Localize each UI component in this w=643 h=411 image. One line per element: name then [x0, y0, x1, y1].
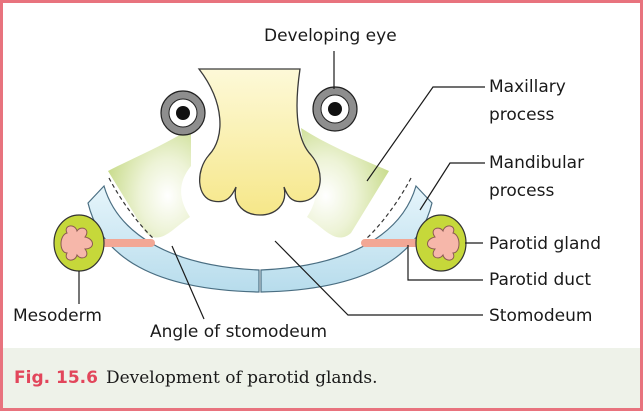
- figure-number: Fig. 15.6: [14, 368, 98, 388]
- label-angle-of-stomodeum: Angle of stomodeum: [150, 322, 327, 342]
- frontonasal-process: [199, 69, 320, 215]
- label-stomodeum: Stomodeum: [489, 306, 592, 326]
- left-parotid-gland: [54, 215, 104, 271]
- label-mandibular-process-line1: Mandibular: [489, 153, 584, 173]
- label-maxillary-process-line2: process: [489, 105, 554, 125]
- left-eye-icon: [161, 91, 205, 135]
- diagram: Developing eye Maxillary process Mandibu…: [3, 3, 640, 348]
- label-mesoderm: Mesoderm: [13, 306, 102, 326]
- right-parotid-gland: [416, 215, 466, 271]
- right-eye-icon: [313, 87, 357, 131]
- label-maxillary-process-line1: Maxillary: [489, 77, 566, 97]
- label-developing-eye: Developing eye: [264, 26, 397, 46]
- label-parotid-gland: Parotid gland: [489, 234, 601, 254]
- label-parotid-duct: Parotid duct: [489, 270, 591, 290]
- figure-caption-text: Development of parotid glands.: [106, 368, 378, 388]
- label-mandibular-process-line2: process: [489, 181, 554, 201]
- figure-caption: Fig. 15.6 Development of parotid glands.: [3, 348, 640, 408]
